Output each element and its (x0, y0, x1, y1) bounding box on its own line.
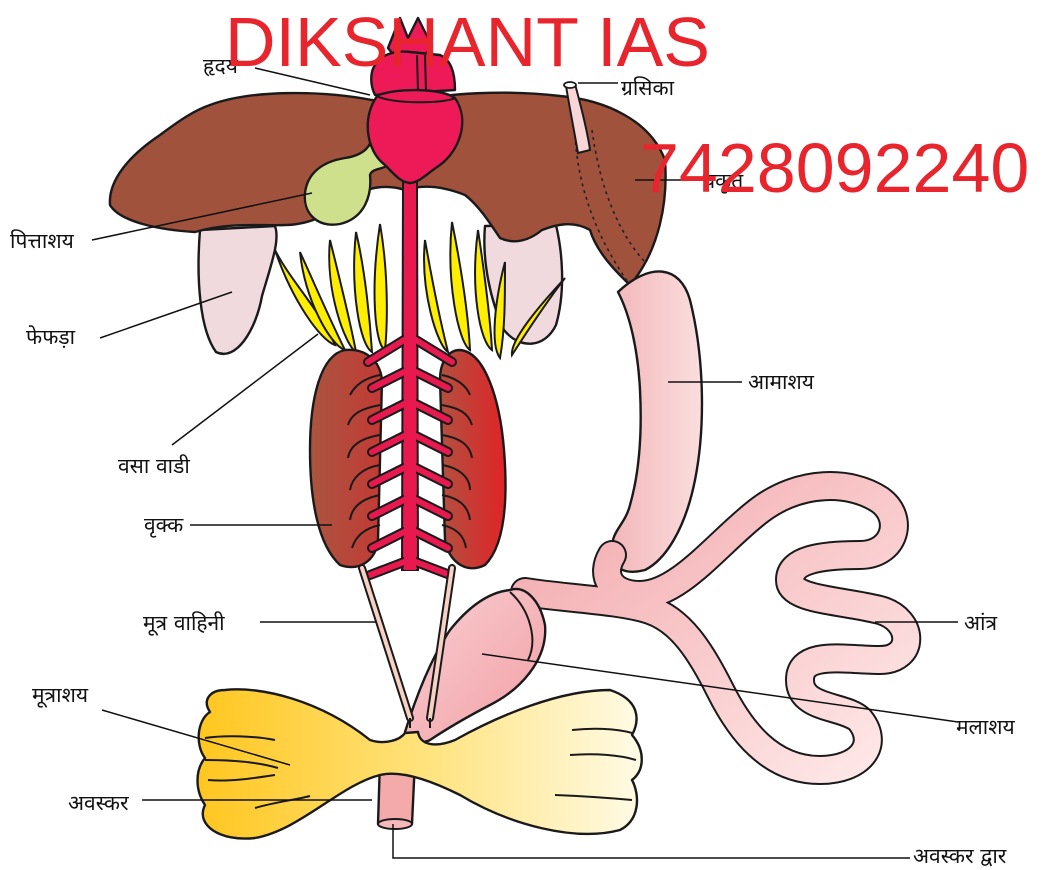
dorsal-aorta-fill (404, 184, 416, 570)
right-kidney (440, 350, 506, 568)
label-rectum: मलाशय (956, 715, 1016, 739)
fat-body-left (275, 224, 387, 352)
stomach (612, 271, 702, 571)
label-fat-body: वसा वाडी (118, 454, 190, 478)
watermark-title: DIKSHANT IAS (225, 3, 710, 81)
oesophagus-opening (564, 82, 576, 88)
label-cloacal-aperture: अवस्कर द्वार (913, 844, 1007, 868)
label-gall-bladder: पित्ताशय (10, 229, 75, 253)
left-kidney (310, 350, 382, 567)
label-ureter: मूत्र वाहिनी (143, 611, 225, 636)
label-lungs: फेफड़ा (26, 325, 76, 349)
cloacal-aperture (378, 819, 412, 829)
watermark-phone: 7428092240 (640, 129, 1029, 207)
left-lung (199, 226, 277, 354)
label-cloaca: अवस्कर (68, 791, 129, 815)
label-kidney: वृक्क (144, 513, 184, 538)
label-stomach: आमाशय (748, 370, 815, 394)
label-urinary-bladder: मूत्राशय (32, 683, 89, 708)
label-intestine: आंत्र (964, 611, 997, 635)
